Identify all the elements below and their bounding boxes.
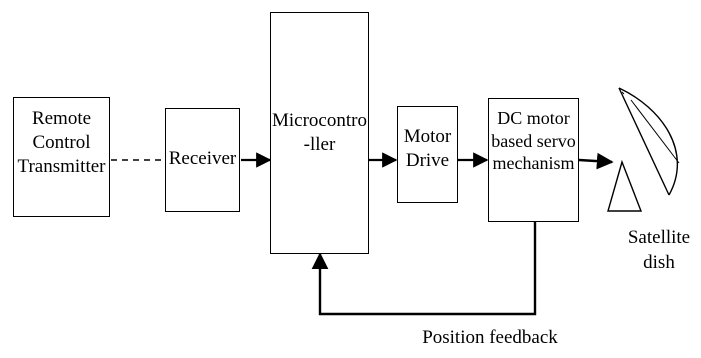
satellite-dish-label: Satellite dish	[627, 227, 691, 273]
receiver-block: Receiver	[165, 108, 240, 212]
microcontroller-block: Microcontro -ller	[270, 12, 369, 254]
motor-drive-block: Motor Drive	[397, 106, 458, 203]
receiver-label: Receiver	[168, 148, 237, 169]
position-feedback-line	[311, 222, 537, 316]
dc-motor-servo-label: DC motor based servo mechanism	[491, 108, 576, 173]
remote-control-transmitter-label: Remote Control Transmitter	[17, 108, 106, 177]
remote-control-transmitter-block: Remote Control Transmitter	[13, 97, 110, 217]
position-feedback-label: Position feedback	[422, 327, 558, 348]
dc-motor-servo-block: DC motor based servo mechanism	[488, 98, 579, 222]
motor-drive-label: Motor Drive	[403, 126, 452, 171]
arrow-servo-to-dish	[578, 152, 614, 170]
satellite-dish-icon	[607, 87, 680, 212]
microcontroller-label: Microcontro -ller	[272, 110, 367, 155]
